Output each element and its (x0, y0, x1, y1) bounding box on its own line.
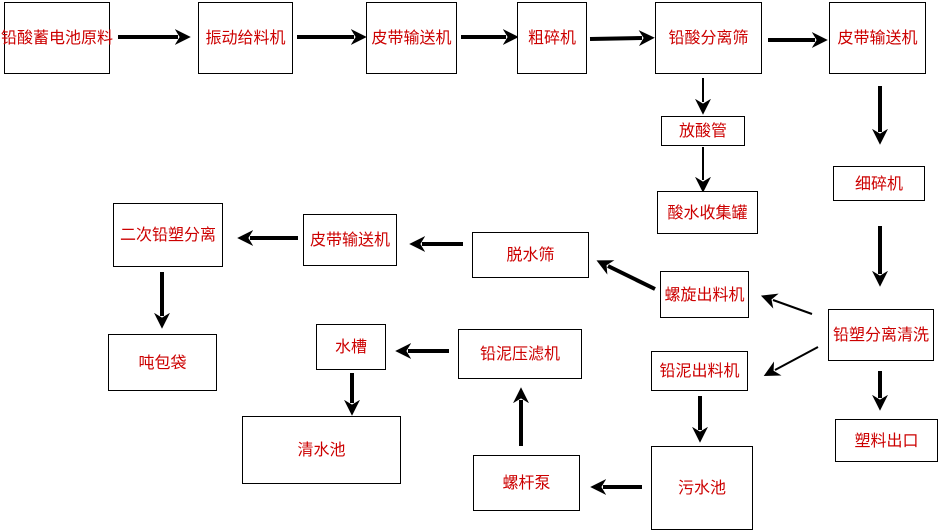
arrow-crusher-to-screen (589, 30, 655, 47)
node-mud-discharger: 铅泥出料机 (651, 351, 748, 391)
node-coarse-crusher: 粗碎机 (517, 2, 587, 74)
node-lead-plastic-wash: 铅塑分离清洗 (828, 309, 934, 361)
node-screw-discharger: 螺旋出料机 (660, 271, 749, 318)
node-water-tank: 水槽 (316, 324, 386, 370)
node-filter-press: 铅泥压滤机 (458, 329, 582, 379)
arrow-wash-to-screw (760, 293, 813, 315)
node-vibrating-feeder: 振动给料机 (198, 2, 293, 74)
arrow-screw-to-dewater (596, 260, 656, 291)
arrow-wash-to-mud (763, 346, 819, 377)
node-plastic-outlet: 塑料出口 (835, 419, 938, 462)
node-sewage-pool: 污水池 (651, 446, 753, 530)
node-acid-screen: 铅酸分离筛 (655, 2, 762, 74)
node-belt-conveyor-2: 皮带输送机 (829, 2, 926, 74)
node-secondary-separation: 二次铅塑分离 (113, 203, 223, 267)
node-belt-conveyor-1: 皮带输送机 (366, 2, 457, 74)
node-acid-drain-pipe: 放酸管 (661, 116, 745, 146)
node-screw-pump: 螺杆泵 (473, 455, 580, 511)
node-clean-pool: 清水池 (242, 416, 401, 484)
node-fine-crusher: 细碎机 (833, 166, 925, 201)
node-ton-bag: 吨包袋 (108, 334, 217, 391)
node-acid-tank: 酸水收集罐 (657, 191, 758, 234)
node-belt-conveyor-3: 皮带输送机 (303, 214, 397, 266)
node-raw-material: 铅酸蓄电池原料 (1, 2, 113, 74)
node-dewatering-screen: 脱水筛 (472, 232, 589, 278)
